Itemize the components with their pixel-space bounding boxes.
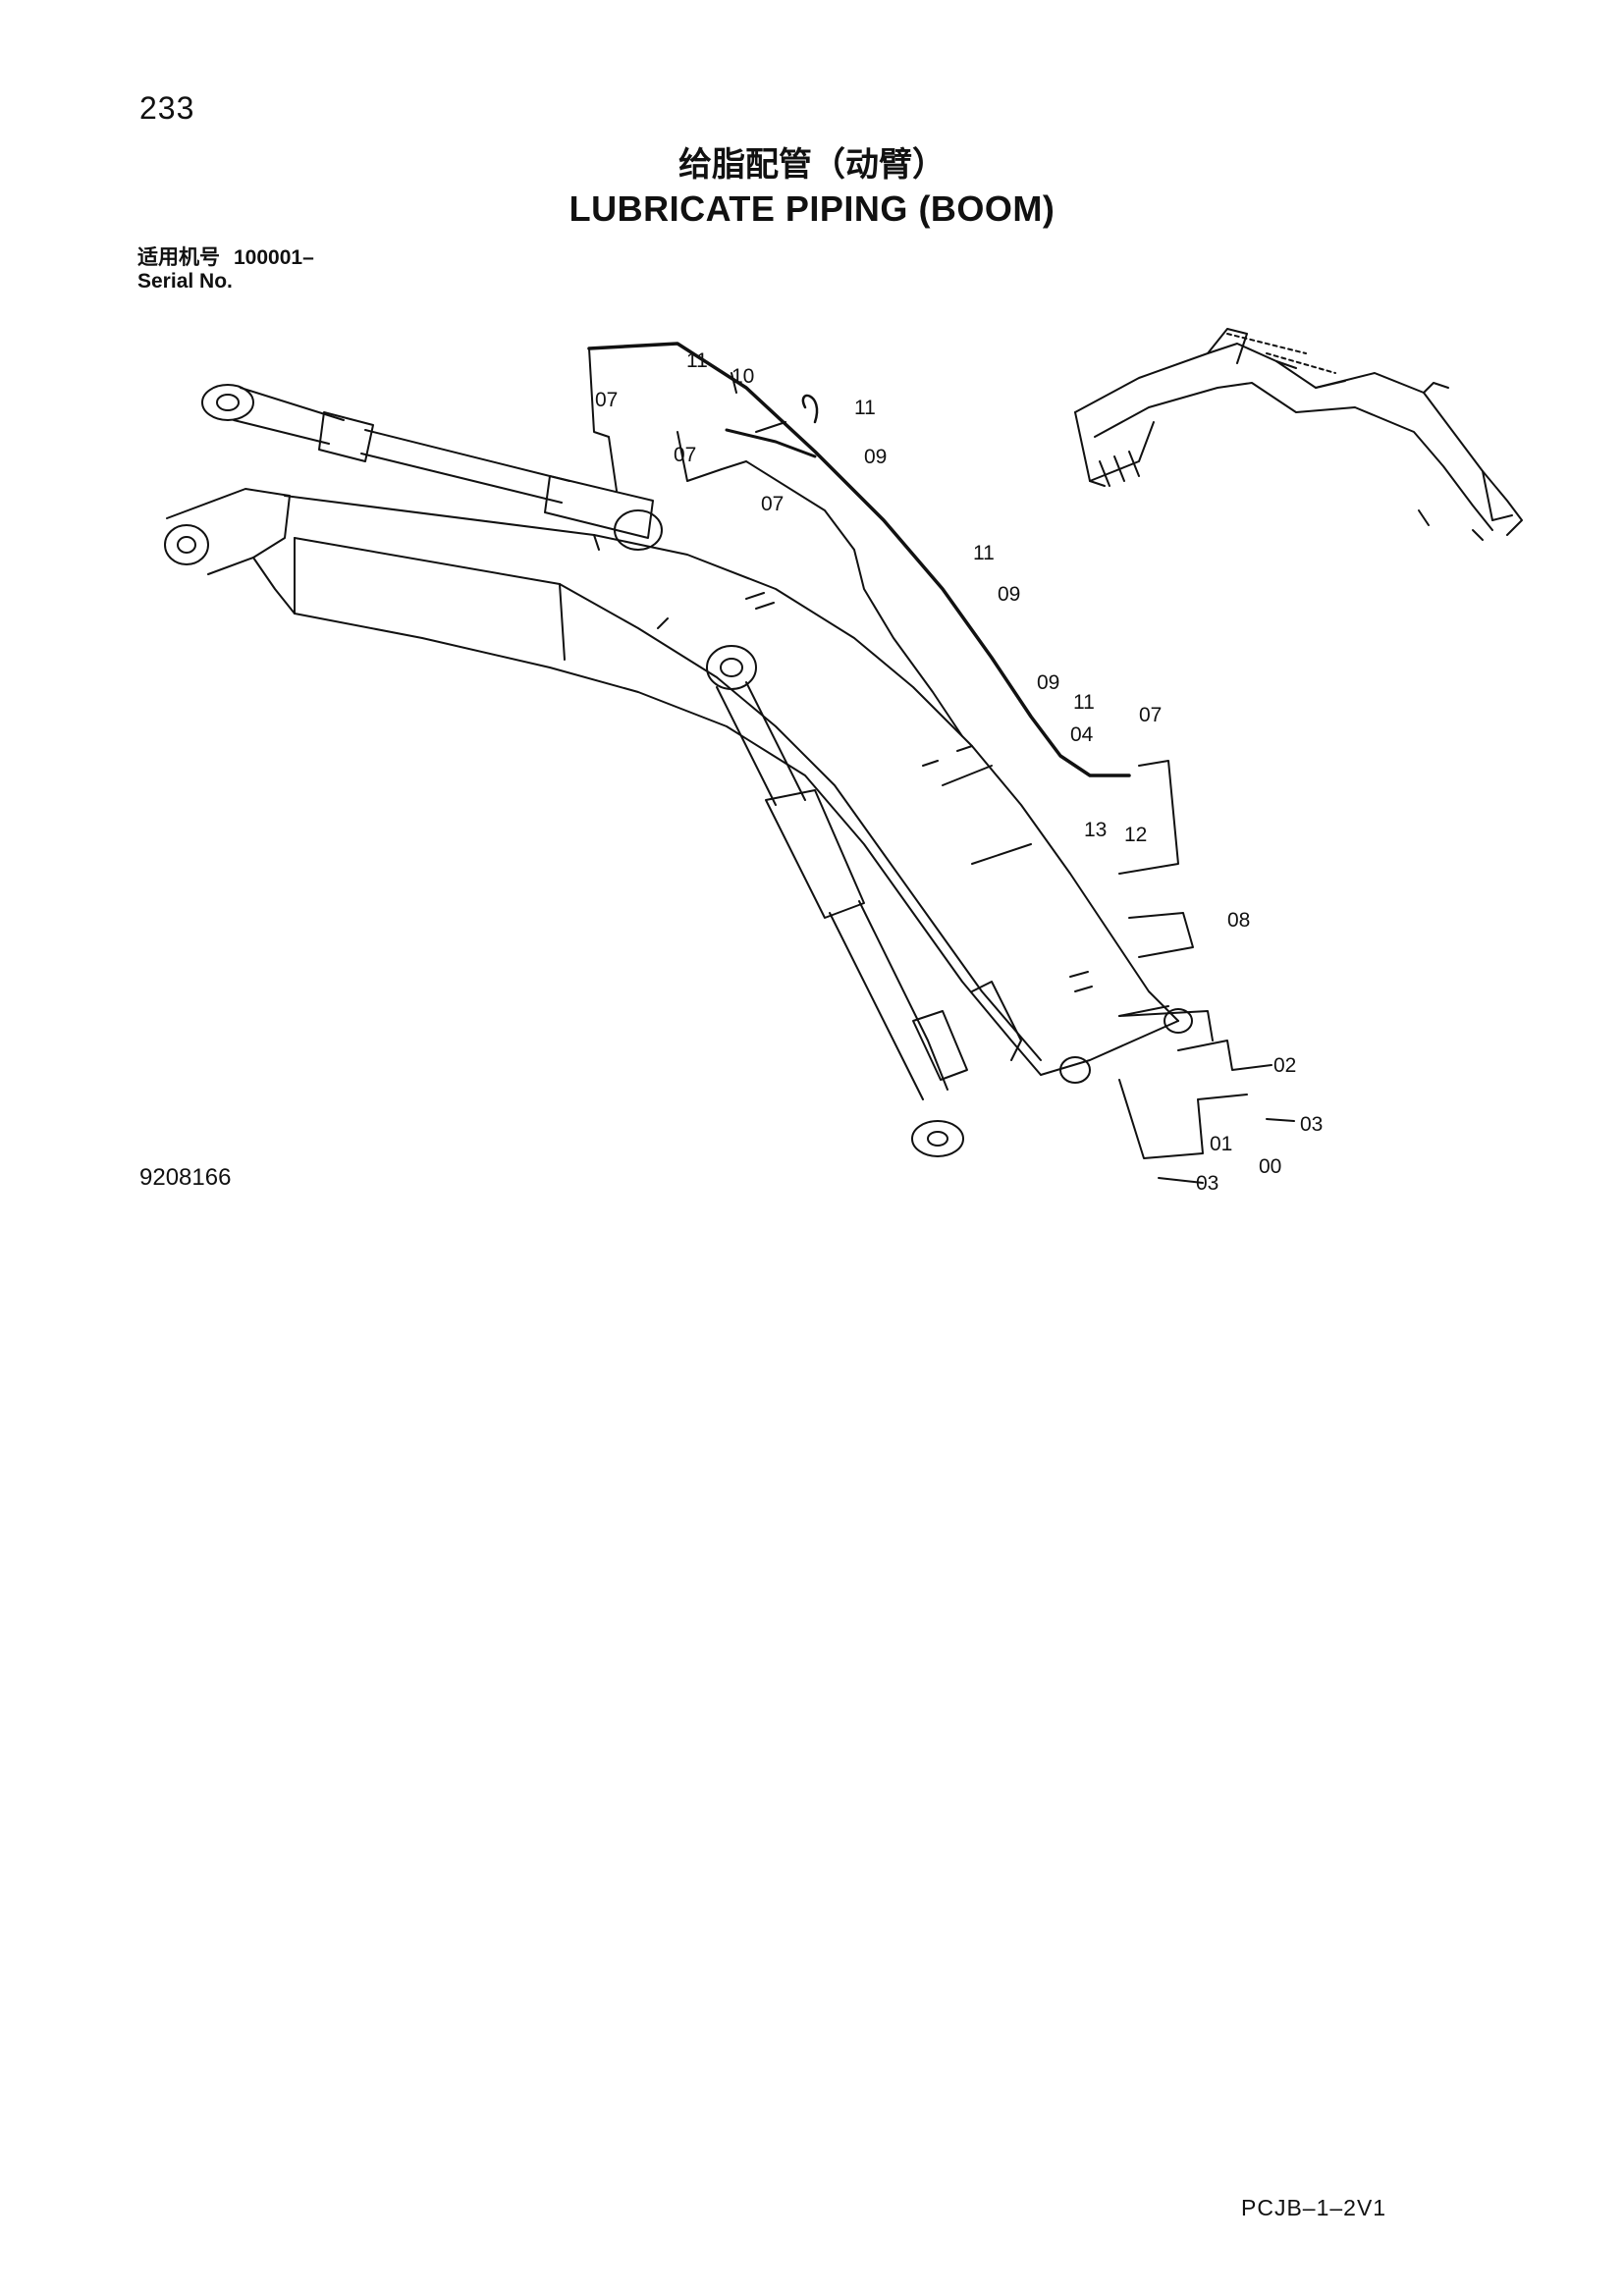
callout-leaders bbox=[588, 347, 1295, 1184]
callout-label: 04 bbox=[1070, 723, 1094, 746]
callout-label: 11 bbox=[973, 542, 995, 564]
callout-label: 00 bbox=[1259, 1155, 1281, 1178]
page-title-english: LUBRICATE PIPING (BOOM) bbox=[568, 188, 1056, 229]
callout-labels: 11 10 07 11 07 09 07 11 09 09 11 04 07 1… bbox=[595, 349, 1323, 1195]
callout-label: 12 bbox=[1124, 824, 1147, 846]
callout-label: 02 bbox=[1273, 1054, 1296, 1077]
callout-label: 01 bbox=[1210, 1133, 1232, 1155]
page-number: 233 bbox=[139, 90, 195, 126]
grease-hose-drawing bbox=[587, 342, 1131, 777]
boom-lubrication-diagram: 11 10 07 11 07 09 07 11 09 09 11 04 07 1… bbox=[164, 328, 1523, 1195]
excavator-front-thumbnail bbox=[1074, 328, 1523, 541]
callout-label: 07 bbox=[595, 389, 618, 411]
boom-cylinder-drawing bbox=[706, 645, 1022, 1157]
serial-number-block: 适用机号 100001– Serial No. bbox=[137, 245, 314, 294]
callout-label: 07 bbox=[761, 493, 784, 515]
callout-label: 10 bbox=[731, 365, 754, 388]
callout-label: 09 bbox=[864, 446, 887, 468]
callout-label: 03 bbox=[1300, 1113, 1323, 1136]
callout-label: 08 bbox=[1227, 909, 1250, 932]
drawing-number: 9208166 bbox=[139, 1164, 232, 1191]
arm-cylinder-drawing bbox=[201, 384, 663, 551]
serial-range: 100001– bbox=[234, 246, 314, 269]
callout-label: 09 bbox=[998, 583, 1020, 606]
callout-label: 11 bbox=[1073, 691, 1095, 714]
callout-label: 09 bbox=[1037, 671, 1059, 694]
callout-label: 11 bbox=[854, 397, 876, 419]
callout-label: 07 bbox=[1139, 704, 1162, 726]
callout-label: 03 bbox=[1196, 1172, 1218, 1195]
page-title-chinese: 给脂配管（动臂） bbox=[678, 145, 946, 185]
document-code: PCJB–1–2V1 bbox=[1241, 2195, 1387, 2220]
serial-label-english: Serial No. bbox=[137, 270, 233, 293]
callout-label: 07 bbox=[674, 444, 696, 466]
callout-label: 13 bbox=[1084, 819, 1107, 841]
callout-label: 11 bbox=[686, 349, 708, 372]
boom-structure-drawing bbox=[164, 431, 1214, 1084]
serial-label-chinese: 适用机号 bbox=[137, 245, 220, 269]
